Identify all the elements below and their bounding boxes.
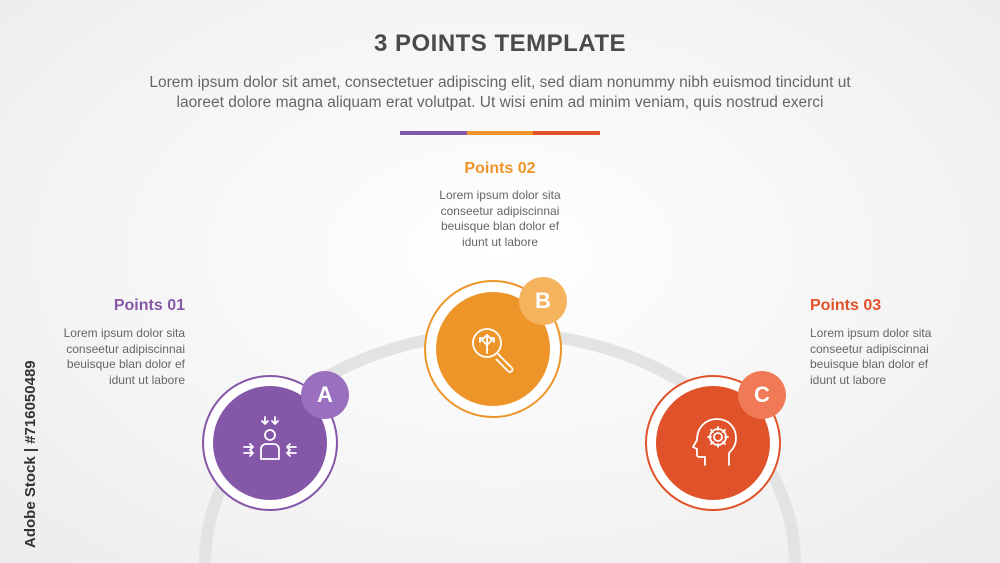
page-title: 3 POINTS TEMPLATE <box>373 30 627 57</box>
point-2-title: Points 02 <box>464 160 536 177</box>
badge-a: A <box>301 371 349 419</box>
color-divider <box>400 131 601 135</box>
point-1-title: Points 01 <box>113 297 185 314</box>
head-gear-icon <box>692 418 737 466</box>
stock-credit: Adobe Stock | #716050489 <box>22 360 39 548</box>
badge-c: C <box>738 371 786 419</box>
badge-b: B <box>519 277 567 325</box>
magnifier-arrows-icon <box>472 328 514 373</box>
subtitle: Lorem ipsum dolor sit amet, consectetuer… <box>149 74 851 111</box>
point-1-circle <box>213 386 327 500</box>
point-3-title: Points 03 <box>810 297 882 314</box>
person-focus-icon <box>243 416 297 460</box>
